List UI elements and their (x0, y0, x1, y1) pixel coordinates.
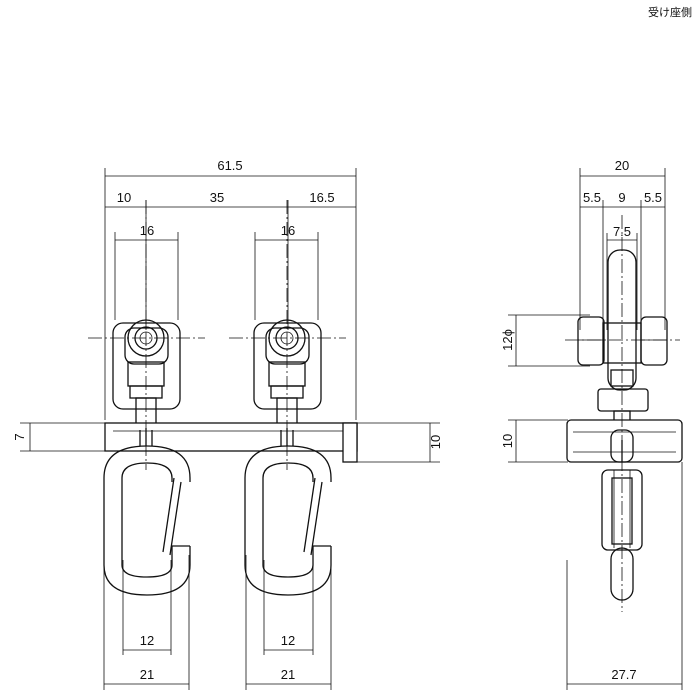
dim-side-bottom: 27.7 (611, 667, 636, 682)
hook-left (103, 428, 191, 596)
side-rail (566, 419, 683, 463)
rail (104, 422, 358, 463)
dim-hook-outer-right: 21 (281, 667, 295, 682)
hook-right (244, 428, 332, 596)
dim-hook-outer-left: 21 (140, 667, 154, 682)
bracket-left (112, 319, 181, 429)
dim-left-offset: 10 (117, 190, 131, 205)
side-dimension-lines (515, 175, 682, 685)
dim-bracket-width-right: 16 (281, 223, 295, 238)
center-lines (88, 200, 346, 470)
dim-rail-left: 7 (12, 433, 27, 440)
dim-side-inner: 7.5 (613, 224, 631, 239)
dim-overall-width: 61.5 (217, 158, 242, 173)
page-title: 受け座側 (648, 6, 692, 19)
dim-roller-dia: 12ϕ (500, 329, 515, 351)
dim-side-total: 20 (615, 158, 629, 173)
dim-rail-right: 10 (428, 435, 443, 449)
dim-side-mid: 9 (618, 190, 625, 205)
dim-hook-inner-left: 12 (140, 633, 154, 648)
dim-hook-inner-right: 12 (281, 633, 295, 648)
dim-bracket-width-left: 16 (140, 223, 154, 238)
front-view: 61.5 10 35 16.5 16 16 7 10 12 12 21 21 (12, 158, 443, 690)
dim-side-left: 5.5 (583, 190, 601, 205)
dim-side-right: 5.5 (644, 190, 662, 205)
side-view: 20 5.5 9 5.5 7.5 12ϕ 10 27.7 (500, 158, 683, 690)
side-extension-lines (508, 168, 683, 690)
front-dimension-labels: 61.5 10 35 16.5 16 16 7 10 12 12 21 21 (12, 158, 443, 682)
dim-side-rail: 10 (500, 434, 515, 448)
dimension-lines (29, 175, 431, 685)
dim-pitch: 35 (210, 190, 224, 205)
bracket-right (253, 319, 322, 429)
extension-lines (20, 168, 440, 690)
side-dimension-labels: 20 5.5 9 5.5 7.5 12ϕ 10 27.7 (500, 158, 662, 682)
side-body (577, 249, 668, 426)
dim-right-offset: 16.5 (309, 190, 334, 205)
